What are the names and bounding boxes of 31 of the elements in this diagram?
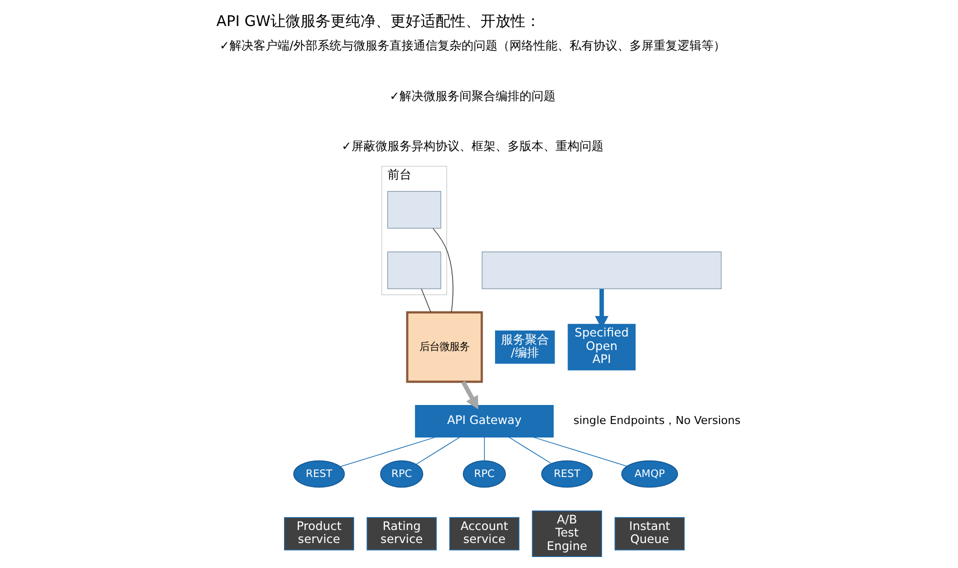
node-box: Account service xyxy=(449,517,520,550)
connector xyxy=(421,288,432,313)
node-ellipse: REST xyxy=(293,460,345,488)
connector xyxy=(484,437,485,462)
node-label: single Endpoints，No Versions xyxy=(573,414,741,427)
node-box xyxy=(387,191,442,229)
node-box: 后台微服务 xyxy=(406,311,483,383)
node-ellipse: AMQP xyxy=(621,460,678,488)
node-box: Specified Open API xyxy=(568,324,636,370)
node-box xyxy=(387,252,442,290)
connector xyxy=(532,436,628,467)
node-box xyxy=(482,252,722,290)
connector xyxy=(508,436,552,464)
arrow xyxy=(461,380,478,410)
node-box: Rating service xyxy=(366,517,437,550)
connector xyxy=(432,228,454,313)
label: ✓解决客户端/外部系统与微服务直接通信复杂的问题（网络性能、私有协议、多屏重复逻辑等） xyxy=(220,38,726,53)
connector xyxy=(340,436,436,468)
node-box: Product service xyxy=(284,517,354,550)
node-ellipse: RPC xyxy=(380,460,424,488)
node-box: API Gateway xyxy=(414,405,554,438)
diagram-title: API GW让微服务更纯净、更好适配性、开放性： xyxy=(216,13,540,30)
node-ellipse: RPC xyxy=(462,460,506,488)
connector xyxy=(416,436,460,465)
node-ellipse: REST xyxy=(541,460,593,488)
node-box: A/B Test Engine xyxy=(532,510,602,558)
cluster: 前台 xyxy=(381,166,448,296)
label: ✓屏蔽微服务异构协议、框架、多版本、重构问题 xyxy=(342,138,604,153)
node-box: Instant Queue xyxy=(614,517,685,550)
label: ✓解决微服务间聚合编排的问题 xyxy=(390,88,556,103)
node-box: 服务聚合/编排 xyxy=(495,330,555,364)
